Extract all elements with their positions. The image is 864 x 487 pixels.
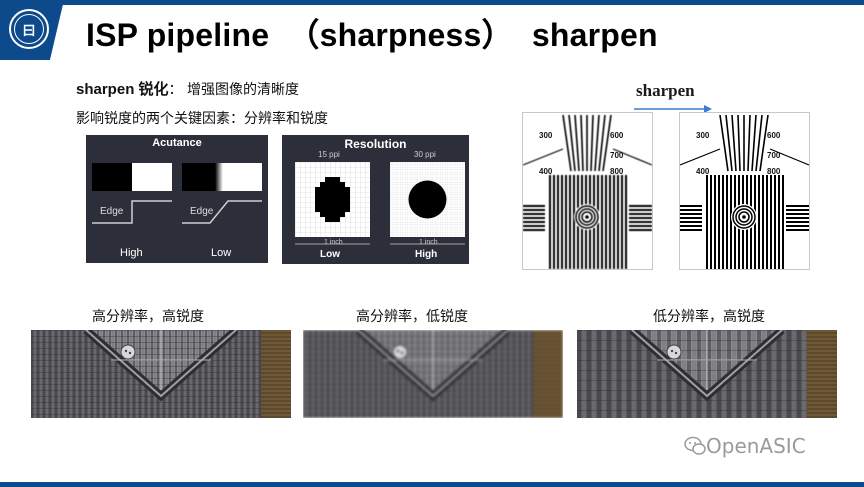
wechat-icon [684,436,706,455]
footer-band [0,482,864,487]
resolution-chart-before: 300 600 700 400 800 [522,112,653,270]
num-800: 800 [610,167,624,176]
right-ppi: 30 ppi [414,150,436,159]
intro-rest: ： 增强图像的清晰度 [168,82,299,98]
slide-title: ISP pipeline （sharpness） sharpen [86,17,658,53]
sweater-sample-3 [577,330,837,418]
acutance-low-label: Low [211,247,232,259]
num-800: 800 [767,167,781,176]
right-inch-label: 1 inch [419,239,438,246]
resolution-high-label: High [415,249,438,260]
low-res-pixel-grid [295,162,370,237]
num-700: 700 [767,151,781,160]
left-ppi: 15 ppi [318,150,340,159]
resolution-title: Resolution [344,137,407,151]
num-700: 700 [610,151,624,160]
watermark-text: OpenASIC [706,434,806,458]
num-600: 600 [610,131,624,140]
acutance-panel: Acutance Edge Edge High Low [86,135,268,263]
sample-label-2: 高分辨率，低锐度 [356,309,468,325]
num-400: 400 [696,167,710,176]
intro-line-1: sharpen 锐化： 增强图像的清晰度 [76,78,299,99]
edge-label-low: Edge [190,206,214,217]
num-300: 300 [539,131,553,140]
resolution-panel: Resolution 15 ppi 30 ppi 1 inch [282,135,469,264]
university-logo-icon: 曰 [9,9,49,49]
header-band [0,0,864,5]
slide-header: 曰 ISP pipeline （sharpness） sharpen [0,0,864,62]
test-chart-before [522,114,653,269]
acutance-high-label: High [120,247,143,259]
sample-label-3: 低分辨率，高锐度 [653,309,765,325]
sweater-sample-2 [303,330,563,418]
sweater-sample-1 [31,330,291,418]
intro-line-2: 影响锐度的两个关键因素：分辨率和锐度 [76,111,328,127]
left-inch-label: 1 inch [324,239,343,246]
num-400: 400 [539,167,553,176]
test-chart-after [679,114,810,269]
resolution-chart-after: 300 600 700 400 800 [679,112,810,270]
resolution-low-label: Low [320,249,340,260]
acutance-title: Acutance [152,137,202,149]
high-res-pixel-grid [390,162,465,237]
sample-label-1: 高分辨率，高锐度 [92,309,204,325]
edge-label-high: Edge [100,206,124,217]
logo-text: 曰 [14,14,44,44]
acutance-illustration [92,163,262,224]
inch-rulers [295,243,465,245]
intro-bold: sharpen 锐化 [76,81,169,98]
right-arrow-icon [634,105,712,113]
sharpen-label: sharpen [636,81,695,100]
num-600: 600 [767,131,781,140]
num-300: 300 [696,131,710,140]
